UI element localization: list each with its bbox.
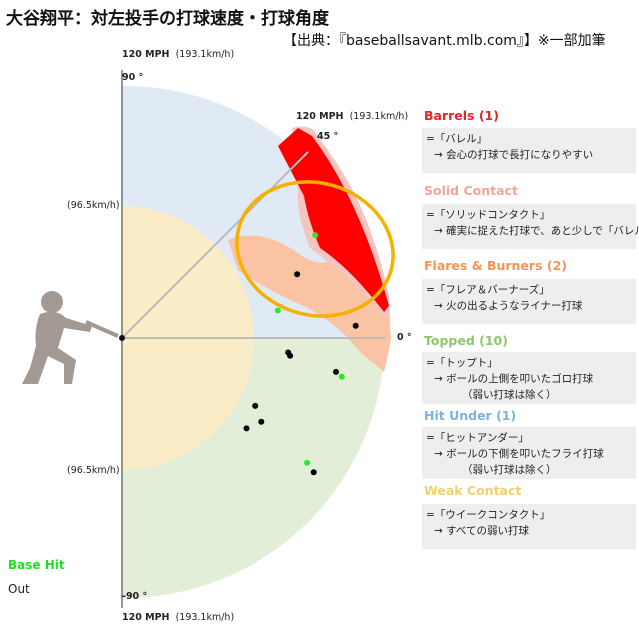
barrel-highlight-ring	[235, 180, 395, 318]
out-point-8	[243, 425, 250, 432]
speed-max-45: 120 MPH	[296, 111, 344, 122]
out-point-6	[252, 402, 259, 409]
out-point-4	[287, 352, 294, 359]
points-layer	[243, 232, 359, 476]
origin-dot	[119, 335, 125, 341]
axis-45-line	[121, 151, 309, 339]
speed-max-kmh-top: (193.1km/h)	[175, 49, 235, 60]
category-hitunder-title: Hit Under (1)	[424, 408, 517, 423]
category-hitunder-line2: → ボールの下側を叩いたフライ打球	[434, 448, 604, 460]
speed-max-bottom: 120 MPH	[122, 612, 170, 623]
category-weak-box: =「ウイークコンタクト」 → すべての弱い打球	[422, 504, 636, 549]
category-solid-title: Solid Contact	[424, 183, 518, 198]
angle-90-label: 90 °	[122, 72, 144, 83]
out-point-7	[258, 418, 265, 425]
category-topped-line1: =「トップト」	[426, 357, 498, 369]
speed-label-bottom: 120 MPH (193.1km/h)	[122, 612, 234, 623]
out-point-1	[294, 271, 301, 278]
chart-title: 大谷翔平：対左投手の打球速度・打球角度	[6, 9, 329, 29]
barrel-zone	[278, 128, 389, 312]
speed-max-kmh-45: (193.1km/h)	[349, 111, 409, 122]
category-weak-title: Weak Contact	[424, 483, 522, 498]
base-hit-point-1	[312, 232, 319, 239]
category-barrels-line1: =「バレル」	[426, 133, 488, 145]
category-hitunder-line1: =「ヒットアンダー」	[426, 432, 529, 444]
base-hit-point-2	[274, 307, 281, 314]
category-hitunder-line3: （弱い打球は除く）	[462, 464, 557, 476]
legend-base-hit: Base Hit	[8, 558, 65, 572]
category-weak-line2: → すべての弱い打球	[434, 525, 529, 537]
category-topped-line3: （弱い打球は除く）	[462, 389, 557, 401]
category-weak-line1: =「ウイークコンタクト」	[426, 509, 551, 521]
category-topped-line2: → ボールの上側を叩いたゴロ打球	[434, 373, 594, 385]
category-flares-box: =「フレア＆バーナーズ」 → 火の出るようなライナー打球	[422, 279, 636, 324]
out-point-2	[352, 322, 359, 329]
category-barrels-box: =「バレル」 → 会心の打球で長打になりやすい	[422, 128, 636, 173]
category-barrels-title: Barrels (1)	[424, 108, 499, 123]
speed-label-top: 120 MPH (193.1km/h)	[122, 49, 234, 60]
speed-label-45: 120 MPH (193.1km/h)	[296, 111, 408, 122]
speed-max-kmh-bottom: (193.1km/h)	[175, 612, 235, 623]
polar-chart	[22, 70, 395, 608]
category-hitunder-box: =「ヒットアンダー」 → ボールの下側を叩いたフライ打球 （弱い打球は除く）	[422, 427, 636, 479]
category-flares-title: Flares & Burners (2)	[424, 258, 567, 273]
category-topped-title: Topped (10)	[424, 333, 508, 348]
out-point-9	[310, 469, 317, 476]
speed-max-top: 120 MPH	[122, 49, 170, 60]
category-topped-box: =「トップト」 → ボールの上側を叩いたゴロ打球 （弱い打球は除く）	[422, 352, 636, 404]
category-flares-line1: =「フレア＆バーナーズ」	[426, 284, 550, 296]
legend-out: Out	[8, 582, 30, 596]
speed-mid-upper: (96.5km/h)	[67, 200, 120, 211]
category-flares-line2: → 火の出るようなライナー打球	[434, 300, 583, 312]
angle-neg90-label: -90 °	[122, 591, 148, 602]
base-hit-point-4	[304, 459, 310, 466]
base-hit-point-3	[338, 373, 345, 380]
category-solid-line1: =「ソリッドコンタクト」	[426, 209, 551, 221]
speed-mid-lower: (96.5km/h)	[67, 465, 120, 476]
category-solid-line2: → 確実に捉えた打球で、あと少しで「バレル」	[434, 225, 639, 237]
angle-45-label: 45 °	[317, 131, 339, 142]
batter-icon	[22, 291, 119, 384]
category-solid-box: =「ソリッドコンタクト」 → 確実に捉えた打球で、あと少しで「バレル」	[422, 204, 639, 249]
category-barrels-line2: → 会心の打球で長打になりやすい	[434, 149, 594, 161]
out-point-5	[333, 368, 339, 375]
angle-0-label: 0 °	[397, 332, 412, 343]
source-note: 【出典：『baseballsavant.mlb.com』】※一部加筆	[283, 33, 606, 49]
